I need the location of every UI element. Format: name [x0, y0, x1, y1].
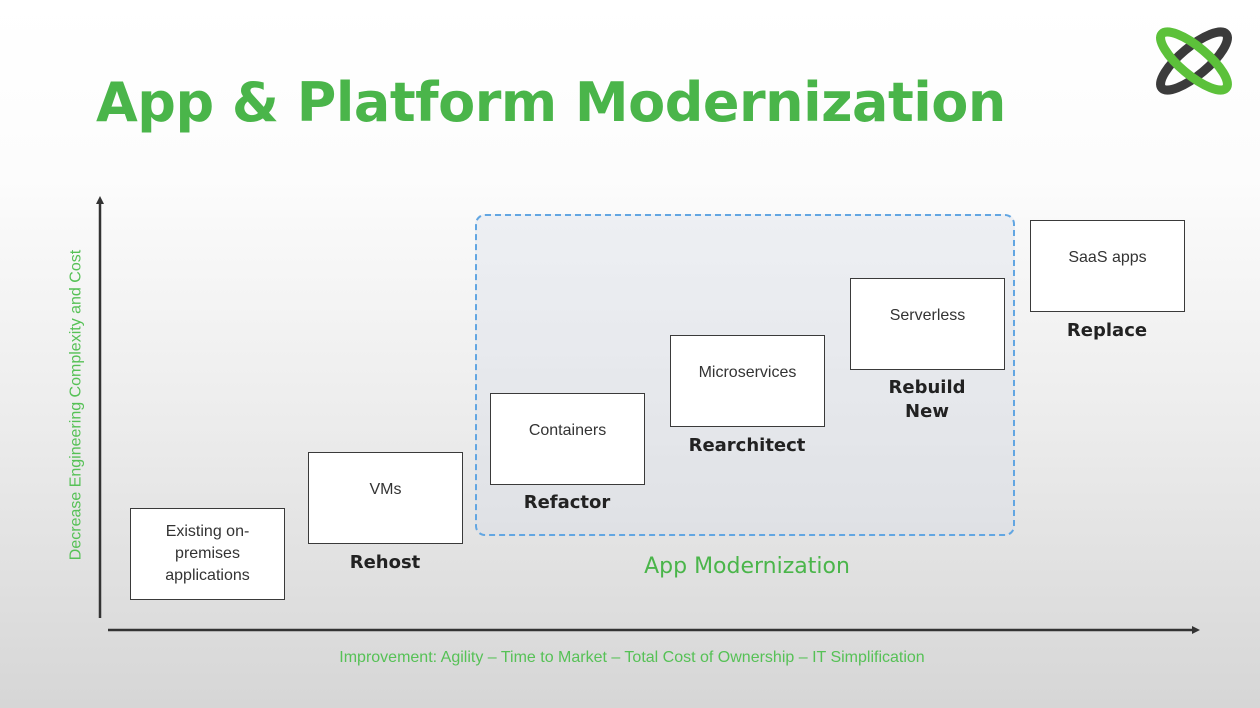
stage-caption-replace: Replace [1066, 320, 1148, 341]
stage-caption-rehost: Rehost [349, 552, 421, 573]
stage-caption-rebuild-new-text: Rebuild New [888, 377, 966, 422]
app-modernization-label: App Modernization [644, 554, 850, 579]
stage-box-containers: Containers [490, 393, 645, 485]
stage-caption-rearchitect: Rearchitect [688, 435, 806, 456]
logo-orbit-dark [1156, 27, 1232, 95]
stage-box-vms: VMs [308, 452, 463, 544]
y-axis-label: Decrease Engineering Complexity and Cost [67, 249, 85, 561]
stage-box-saas: SaaS apps [1030, 220, 1185, 312]
stage-box-microservices: Microservices [670, 335, 825, 427]
stage-box-existing: Existing on-premises applications [130, 508, 285, 600]
orbit-x-logo-icon [1156, 27, 1232, 95]
slide-title: App & Platform Modernization [96, 71, 1006, 134]
stage-box-serverless: Serverless [850, 278, 1005, 370]
x-axis-label: Improvement: Agility – Time to Market – … [339, 649, 925, 666]
logo-orbit-green [1156, 27, 1232, 95]
stage-caption-rebuild-new: Rebuild New [842, 376, 1012, 424]
stage-caption-refactor: Refactor [523, 492, 611, 513]
